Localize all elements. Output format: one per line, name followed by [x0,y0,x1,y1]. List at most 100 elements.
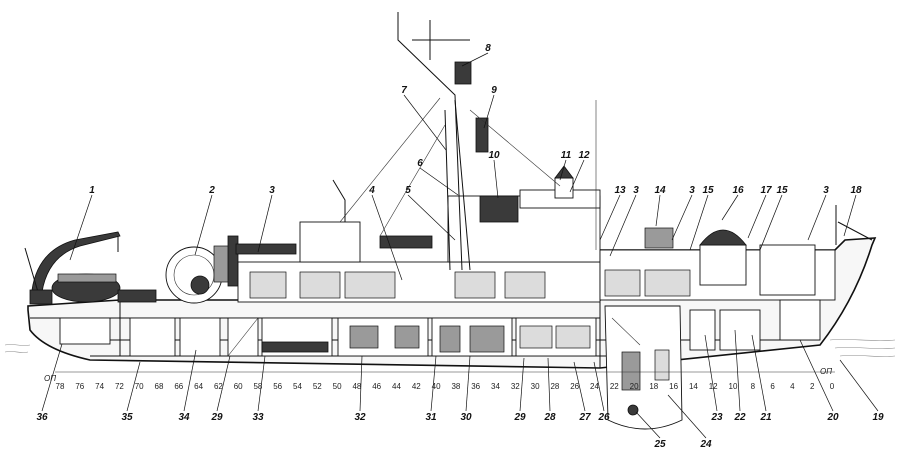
frame-number: 30 [531,382,540,391]
callout-label-21: 21 [759,412,772,423]
frame-number: 10 [729,382,738,391]
callout-leader-22 [734,329,741,412]
callout-label-8: 8 [485,43,491,54]
stern-boat [51,273,157,303]
callout-label-34: 34 [178,412,190,423]
callout-leader-7 [403,94,447,151]
callout-label-10: 10 [488,150,500,161]
callout-label-9: 9 [491,85,497,96]
frame-number: 76 [75,382,84,391]
callout-leader-6 [419,167,459,196]
callout-label-7: 7 [401,85,407,96]
callout-leader-2 [194,194,213,256]
callout-leader-16 [721,194,739,221]
frame-number: 2 [810,382,815,391]
frame-number: 62 [214,382,223,391]
callout-leader-18 [843,194,857,237]
aft-crane [24,231,121,305]
frame-number: 12 [709,382,718,391]
callout-leader-28 [547,357,551,412]
callout-leader-8 [461,52,489,67]
callout-leader-1 [69,194,93,261]
callout-leader-35 [126,361,141,412]
frame-number: 6 [770,382,775,391]
callout-label-29: 29 [513,412,526,423]
callout-leader-20 [799,339,834,412]
frame-number: 4 [790,382,795,391]
callout-label-16: 16 [732,185,744,196]
frame-number: 72 [115,382,124,391]
frame-number: 54 [293,382,302,391]
callout-leader-26 [593,361,605,412]
frame-number: 28 [550,382,559,391]
callout-leader-9 [483,94,495,129]
callout-label-22: 22 [733,412,746,423]
frame-number: 14 [689,382,698,391]
callout-leader-10 [493,159,499,199]
callout-leader-3 [257,194,273,253]
frame-number: 0 [830,382,835,391]
callout-label-3: 3 [689,185,695,196]
frame-number: 56 [273,382,282,391]
frame-number: 74 [95,382,104,391]
callout-leader-30 [465,355,471,412]
callout-label-11: 11 [561,150,572,161]
callout-label-27: 27 [578,412,591,423]
frame-number: 20 [630,382,639,391]
callout-label-13: 13 [614,185,626,196]
callout-leader-34 [183,349,197,412]
callout-leader-29 [216,355,231,412]
callout-label-23: 23 [710,412,723,423]
callout-label-4: 4 [368,185,375,196]
callout-leader-15 [759,194,783,251]
lower-deck-compartments [59,317,597,357]
callout-leader-27 [573,361,586,412]
callout-leader-21 [751,334,767,412]
callout-leader-31 [430,355,437,412]
callout-leader-12 [569,159,585,193]
waterline-label-aft: ОП [44,374,56,383]
cable-drum [165,235,239,304]
frame-number: 24 [590,382,599,391]
callout-label-24: 24 [699,439,712,450]
callout-label-36: 36 [36,412,48,423]
callout-label-32: 32 [354,412,366,423]
callout-label-31: 31 [425,412,437,423]
callout-label-3: 3 [823,185,829,196]
frame-number: 8 [751,382,756,391]
callout-label-33: 33 [252,412,264,423]
frame-number: 52 [313,382,322,391]
callout-leader-3 [807,194,827,241]
callout-label-1: 1 [89,185,95,196]
frame-number: 18 [649,382,658,391]
frame-number: 34 [491,382,500,391]
frame-number: 16 [669,382,678,391]
callout-label-25: 25 [653,439,666,450]
callout-label-14: 14 [654,185,666,196]
frame-number: 40 [432,382,441,391]
waterline-label-fwd: ОП [820,367,832,376]
callout-label-15: 15 [702,185,714,196]
deckhouse [235,165,601,303]
callout-label-3: 3 [633,185,639,196]
frame-number: 22 [610,382,619,391]
callout-label-19: 19 [872,412,884,423]
frame-number: 60 [234,382,243,391]
frame-number: 50 [333,382,342,391]
callout-leader-25 [635,411,661,439]
callout-label-18: 18 [850,185,862,196]
frame-number: 68 [155,382,164,391]
frame-number: 58 [253,382,262,391]
callout-label-17: 17 [760,185,772,196]
callout-label-12: 12 [578,150,590,161]
callout-label-28: 28 [543,412,556,423]
callout-leader-5 [407,194,456,241]
frame-number: 44 [392,382,401,391]
callout-leader-13 [599,194,621,241]
callout-label-35: 35 [121,412,133,423]
frame-number: 64 [194,382,203,391]
frame-number: 26 [570,382,579,391]
mast [332,12,597,271]
